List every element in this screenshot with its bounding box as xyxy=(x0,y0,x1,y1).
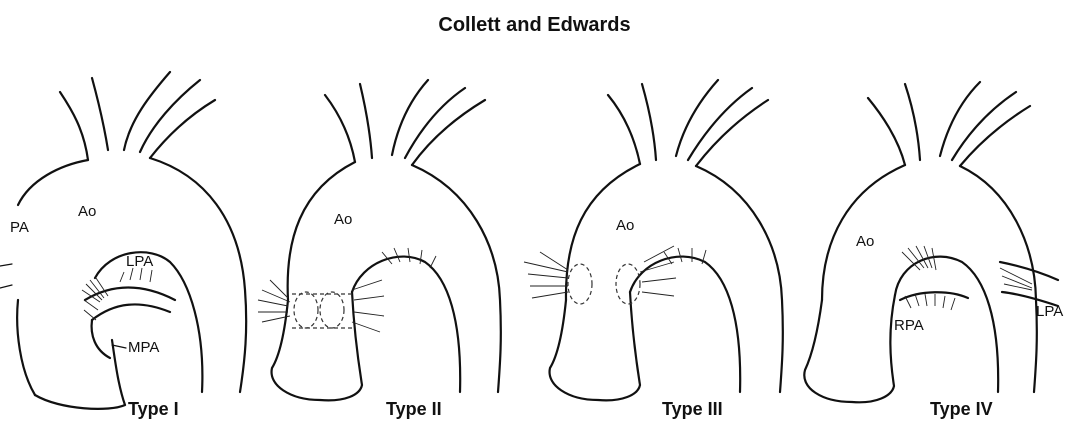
type1-mpa-label: MPA xyxy=(128,339,159,356)
type2-label: Type II xyxy=(386,399,442,419)
type4-lpa-label: LPA xyxy=(1036,303,1063,320)
type3-aorta-label: Ao xyxy=(616,217,634,234)
type1-partial-pa-label: PA xyxy=(10,219,29,236)
type3-pulmonary xyxy=(524,246,706,304)
type4-label: Type IV xyxy=(930,399,993,419)
type2-aorta-label: Ao xyxy=(334,211,352,228)
type1-label: Type I xyxy=(128,399,179,419)
panel-type-2: Ao Type II xyxy=(258,80,501,419)
panel-type-1: PA Ao LPA MPA Type I xyxy=(0,72,246,419)
type2-aorta xyxy=(272,80,501,400)
type1-aorta-label: Ao xyxy=(78,203,96,220)
panel-type-4: Ao RPA LPA Type IV xyxy=(804,82,1063,419)
type3-label: Type III xyxy=(662,399,723,419)
type4-rpa-label: RPA xyxy=(894,317,924,334)
panel-type-3: Ao Type III xyxy=(524,80,783,419)
type1-lpa-label: LPA xyxy=(126,253,153,270)
type3-aorta xyxy=(550,80,783,400)
type4-aorta-label: Ao xyxy=(856,233,874,250)
type4-aorta xyxy=(804,82,1037,402)
type1-aorta xyxy=(17,72,246,409)
